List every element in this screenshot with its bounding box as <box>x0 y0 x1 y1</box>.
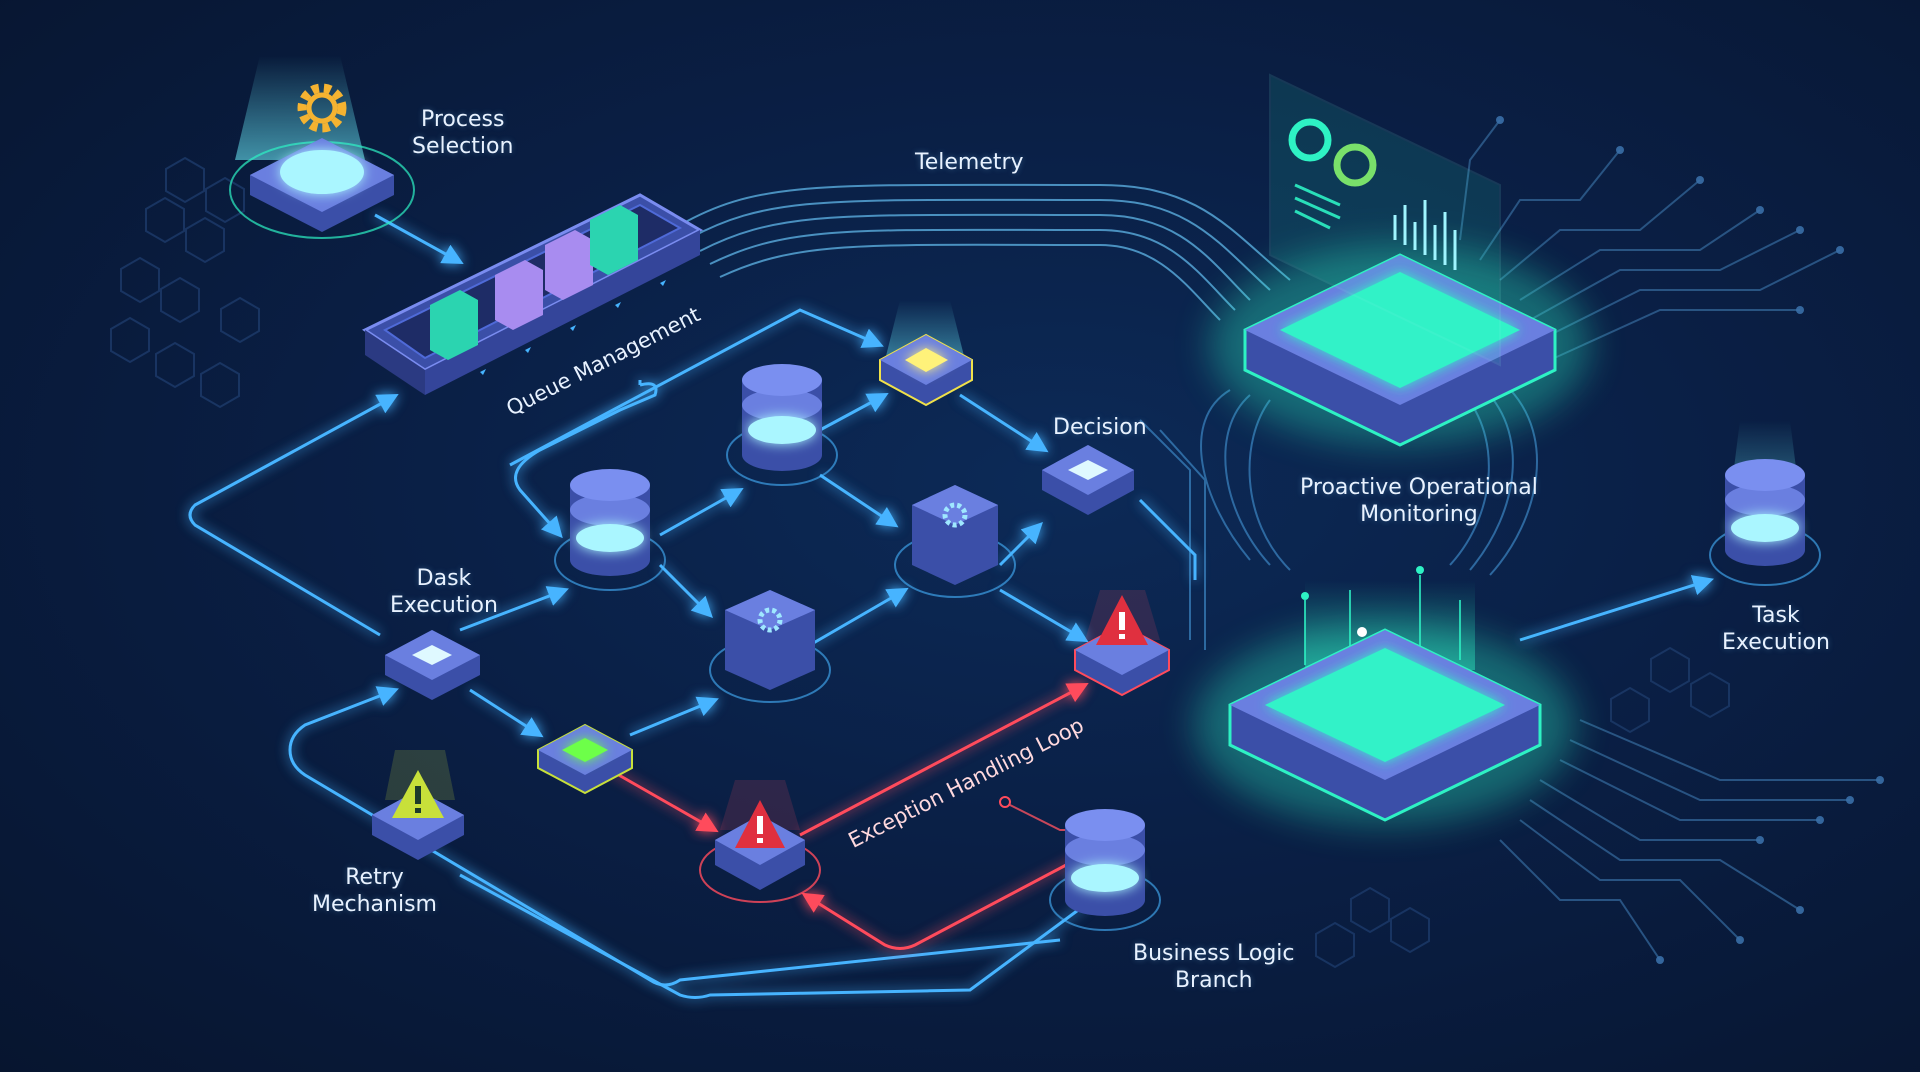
gear-icon <box>942 502 968 528</box>
telemetry-lines <box>679 183 1291 321</box>
queue-management-node <box>361 193 704 395</box>
validation-node-yellow <box>879 300 973 407</box>
proactive-monitoring-line1: Proactive Operational <box>1300 475 1538 500</box>
business-logic-line2: Branch <box>1174 968 1253 993</box>
process-selection-label: Process Selection <box>412 106 513 160</box>
gear-icon <box>297 83 347 133</box>
hex-pattern-left <box>110 157 260 408</box>
dask-execution-line1: Dask <box>416 566 472 591</box>
proactive-monitoring-line2: Monitoring <box>1360 502 1478 527</box>
retry-mechanism-line1: Retry <box>345 865 404 890</box>
monitoring-platform-top <box>1210 245 1590 447</box>
validation-node-green <box>537 723 633 795</box>
retry-mechanism-line2: Mechanism <box>312 892 437 917</box>
decision-label: Decision <box>1053 414 1147 441</box>
dask-execution-line2: Execution <box>390 593 498 618</box>
monitoring-platform-bottom <box>1195 566 1575 825</box>
business-logic-line1: Business Logic <box>1133 941 1295 966</box>
telemetry-text: Telemetry <box>915 150 1024 175</box>
circuit-trace-icon <box>1459 119 1880 961</box>
retry-mechanism-node <box>372 750 464 860</box>
processor-node-gear-2 <box>709 590 831 703</box>
process-selection-node <box>229 55 415 239</box>
gear-icon <box>757 607 783 633</box>
processor-node-gear-1 <box>894 485 1016 598</box>
warning-icon <box>392 770 444 818</box>
dask-execution-node <box>385 630 480 700</box>
warning-icon <box>1096 595 1148 645</box>
dask-execution-label: Dask Execution <box>390 565 498 619</box>
database-icon-task <box>1709 420 1821 586</box>
proactive-monitoring-label: Proactive Operational Monitoring <box>1300 474 1538 528</box>
business-logic-label: Business Logic Branch <box>1133 940 1295 994</box>
decision-node <box>1042 445 1134 515</box>
exception-node-2 <box>1074 590 1170 697</box>
database-icon-2 <box>554 469 666 591</box>
warning-icon <box>735 800 785 848</box>
monitor-dashboard-icon <box>1269 73 1501 367</box>
exception-node-1 <box>699 780 821 903</box>
process-selection-line1: Process <box>420 107 505 132</box>
document-icon <box>430 205 638 360</box>
decision-text: Decision <box>1053 415 1147 440</box>
database-icon-1 <box>726 364 838 486</box>
database-icon-3 <box>1049 809 1161 931</box>
task-execution-line1: Task <box>1752 603 1800 628</box>
telemetry-label: Telemetry <box>915 149 1024 176</box>
retry-mechanism-label: Retry Mechanism <box>312 864 437 918</box>
task-execution-line2: Execution <box>1722 630 1830 655</box>
process-selection-line2: Selection <box>412 134 514 159</box>
task-execution-label: Task Execution <box>1722 602 1830 656</box>
